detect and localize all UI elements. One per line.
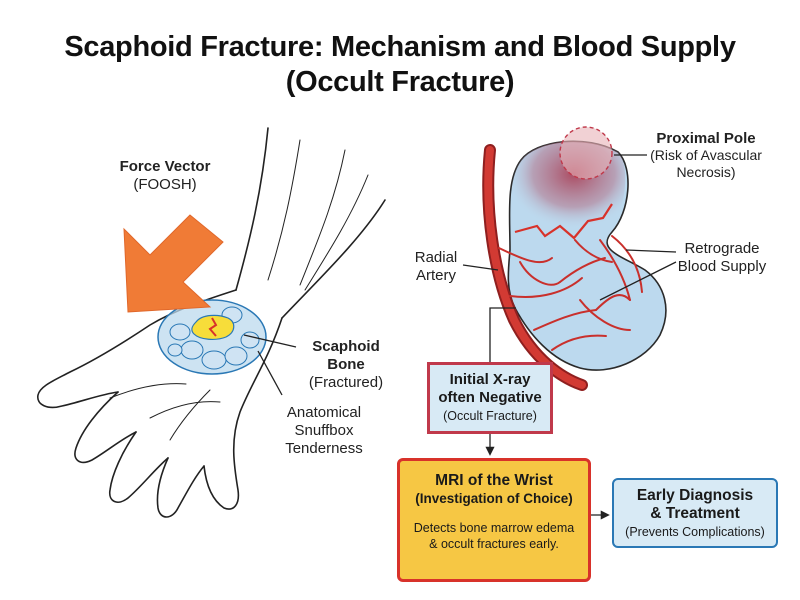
fracture-line bbox=[514, 203, 613, 240]
retro-line-2: Blood Supply bbox=[677, 258, 767, 275]
snuffbox-line-3: Tenderness bbox=[285, 440, 363, 457]
scaphoid-title-1: Scaphoid bbox=[312, 338, 380, 355]
snuffbox-label: Anatomical Snuffbox Tenderness bbox=[272, 404, 376, 458]
early-sub: (Prevents Complications) bbox=[625, 525, 765, 539]
proximal-sub-1: (Risk of Avascular bbox=[650, 147, 762, 163]
page-title: Scaphoid Fracture: Mechanism and Blood S… bbox=[0, 30, 800, 100]
force-arrow-icon bbox=[123, 214, 224, 313]
retrograde-label: Retrograde Blood Supply bbox=[666, 240, 778, 276]
proximal-pole-label: Proximal Pole (Risk of Avascular Necrosi… bbox=[636, 130, 776, 181]
retro-line-1: Retrograde bbox=[684, 240, 760, 257]
radial-line-1: Radial bbox=[414, 249, 458, 266]
scaphoid-bone-label: Scaphoid Bone (Fractured) bbox=[296, 338, 396, 392]
mri-title: MRI of the Wrist bbox=[435, 472, 553, 489]
mri-sub: (Investigation of Choice) bbox=[415, 491, 573, 506]
mri-desc-2: & occult fractures early. bbox=[429, 537, 559, 551]
radial-artery-label: Radial Artery bbox=[405, 249, 467, 285]
radial-leader-line bbox=[462, 264, 499, 271]
proximal-title: Proximal Pole bbox=[656, 130, 756, 147]
mri-desc: Detects bone marrow edema & occult fract… bbox=[400, 520, 588, 552]
scaphoid-title-2: Bone bbox=[327, 356, 365, 373]
snuffbox-line-1: Anatomical bbox=[286, 404, 362, 421]
xray-title-1: Initial X-ray bbox=[449, 371, 531, 388]
hand-illustration bbox=[37, 127, 386, 518]
scaphoid-bone-illustration bbox=[507, 126, 667, 371]
force-vector-title: Force Vector bbox=[119, 158, 211, 175]
radial-artery bbox=[482, 144, 643, 391]
xray-box: Initial X-ray often Negative (Occult Fra… bbox=[427, 362, 553, 434]
scaphoid-leader-line bbox=[243, 334, 297, 348]
mri-box: MRI of the Wrist (Investigation of Choic… bbox=[397, 458, 591, 582]
force-vector-sub: (FOOSH) bbox=[133, 176, 197, 193]
scaphoid-sub: (Fractured) bbox=[308, 374, 384, 391]
retro-leader-line-1 bbox=[625, 249, 677, 253]
mri-desc-1: Detects bone marrow edema bbox=[413, 521, 575, 535]
early-diagnosis-box: Early Diagnosis & Treatment (Prevents Co… bbox=[612, 478, 778, 548]
force-vector-label: Force Vector (FOOSH) bbox=[100, 158, 230, 194]
snuffbox-line-2: Snuffbox bbox=[294, 422, 354, 439]
radial-line-2: Artery bbox=[415, 267, 456, 284]
early-title-1: Early Diagnosis bbox=[636, 487, 754, 504]
snuffbox-leader-line bbox=[257, 350, 283, 396]
proximal-sub-2: Necrosis) bbox=[676, 164, 736, 180]
bone-to-xray-connector bbox=[489, 307, 516, 362]
xray-title-2: often Negative bbox=[438, 389, 542, 406]
xray-sub: (Occult Fracture) bbox=[443, 409, 537, 423]
proximal-pole-marker bbox=[559, 126, 613, 180]
retro-leader-line-2 bbox=[599, 261, 677, 301]
early-title-2: & Treatment bbox=[650, 505, 740, 522]
title-line-2: (Occult Fracture) bbox=[285, 66, 515, 98]
carpal-bones bbox=[157, 299, 267, 375]
title-line-1: Scaphoid Fracture: Mechanism and Blood S… bbox=[64, 31, 736, 63]
